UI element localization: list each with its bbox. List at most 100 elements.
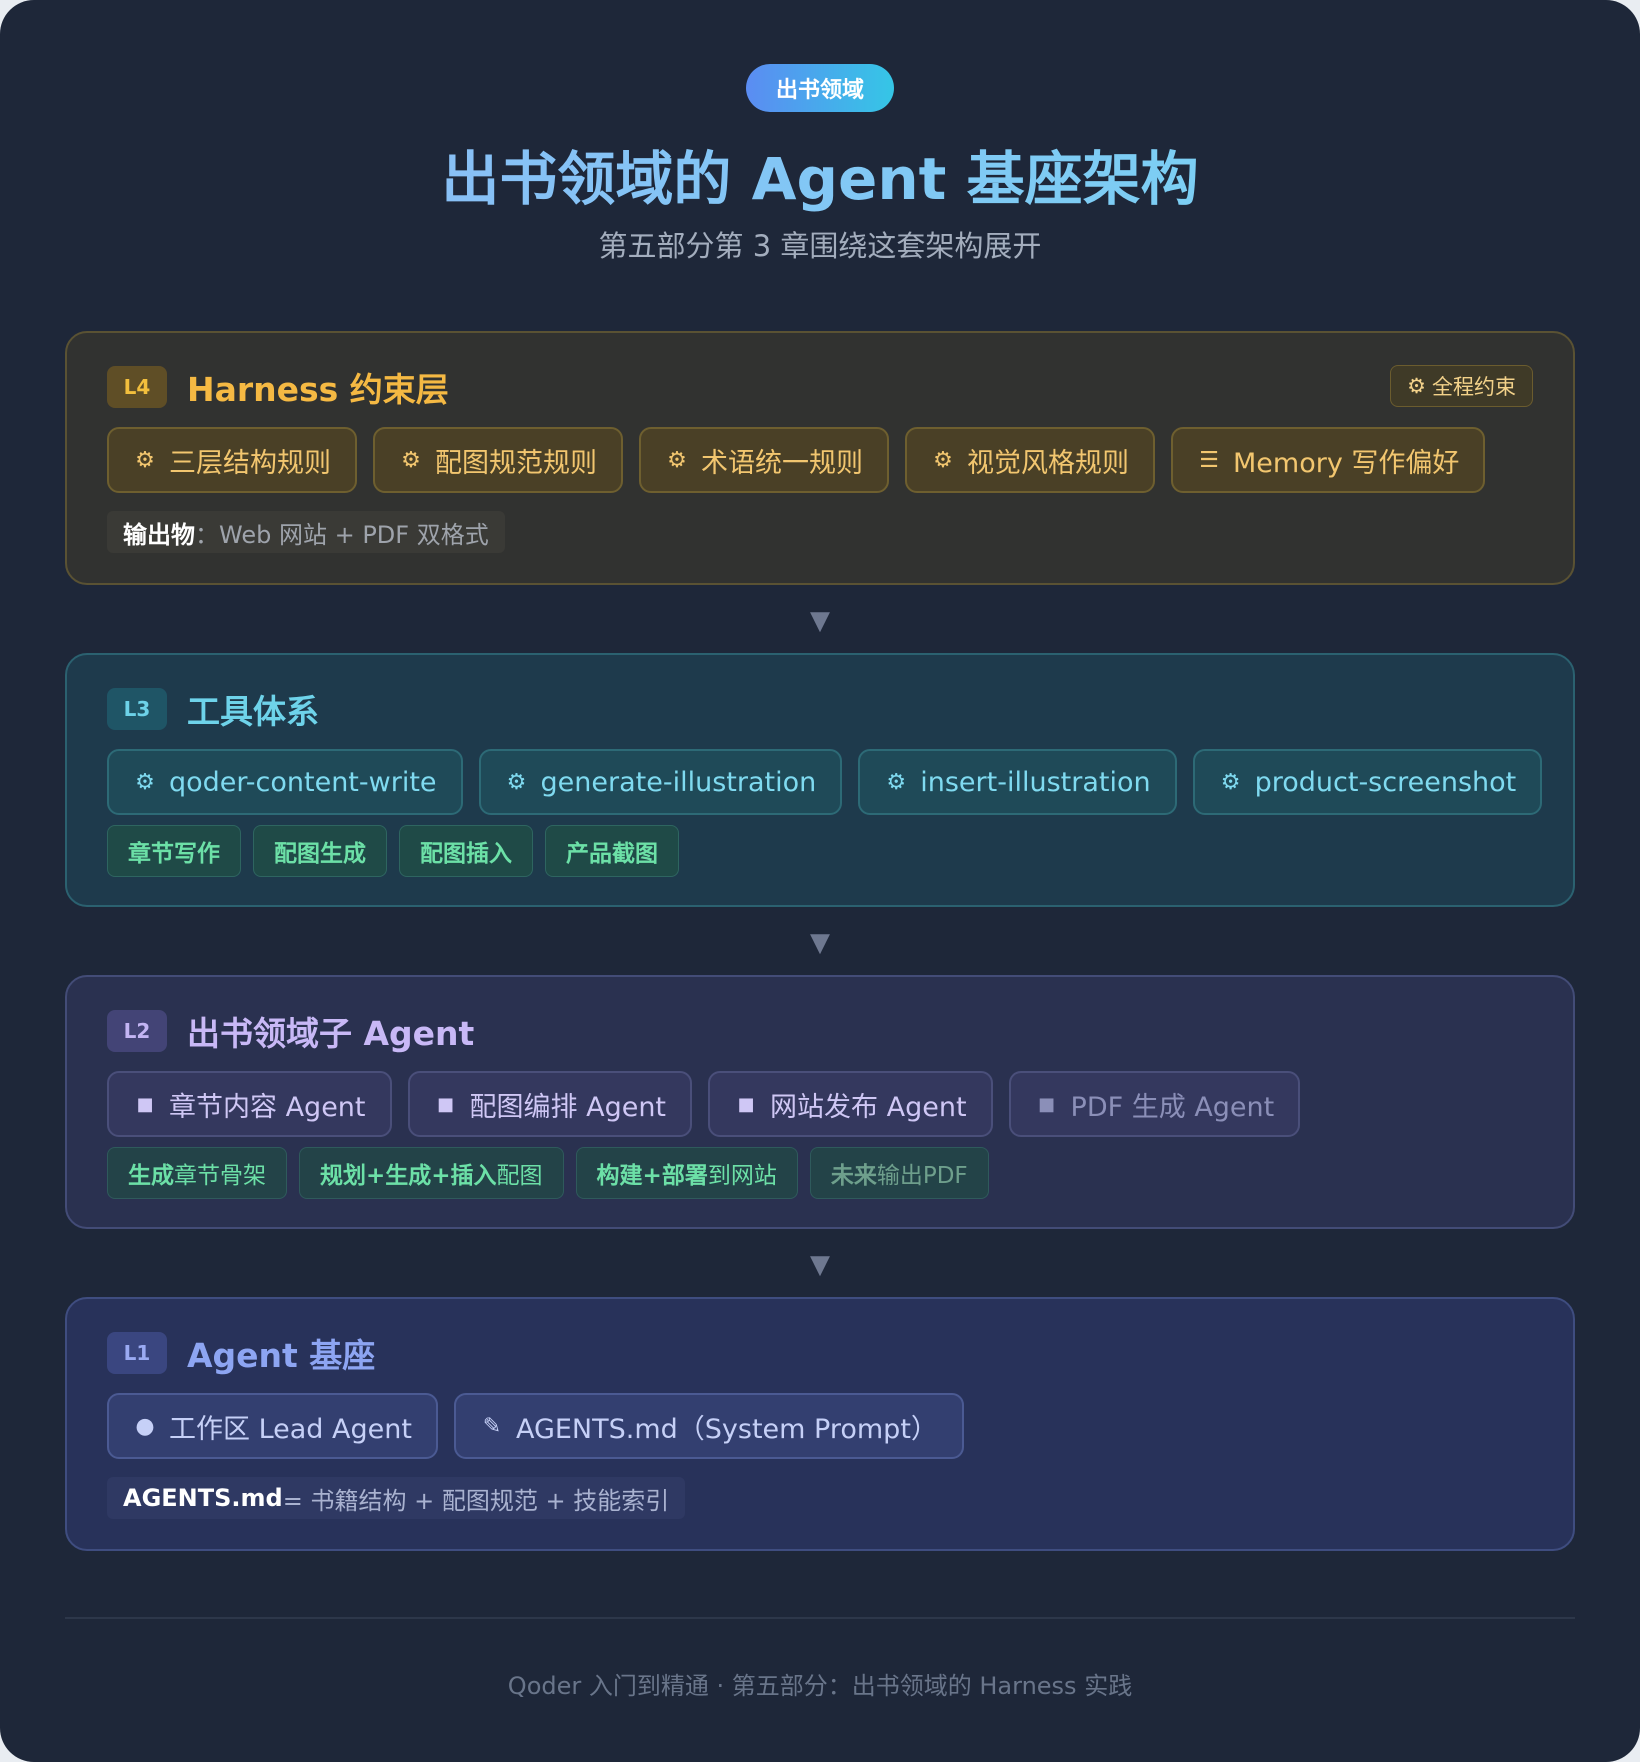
list-icon: ☰	[1199, 447, 1219, 473]
layer-header: L4 Harness 约束层	[107, 365, 449, 409]
note-key: AGENTS.md	[123, 1484, 283, 1512]
agents-md-note: AGENTS.md = 书籍结构 + 配图规范 + 技能索引	[107, 1477, 686, 1519]
tag-future-pdf: 未来 输出PDF	[809, 1147, 989, 1199]
layer-l2-sub-agents: L2 出书领域子 Agent ■ 章节内容 Agent ■ 配图编排 Agent ■…	[65, 975, 1575, 1229]
level-badge: L1	[107, 1332, 167, 1374]
dot-icon: ●	[135, 1413, 155, 1439]
chip-label: PDF 生成 Agent	[1070, 1091, 1275, 1123]
page-title: 出书领域的 Agent 基座架构	[0, 138, 1640, 220]
layer-l3-tools: L3 工具体系 ⚙ qoder-content-write ⚙ generate-i…	[65, 653, 1575, 907]
chip-generate-illustration: ⚙ generate-illustration	[478, 749, 843, 815]
agent-chips: ■ 章节内容 Agent ■ 配图编排 Agent ■ 网站发布 Agent ■ PDF…	[107, 1071, 1301, 1137]
chip-visual-style-rule: ⚙ 视觉风格规则	[905, 427, 1155, 493]
square-icon: ■	[437, 1093, 455, 1115]
tag-text: 配图	[496, 1163, 543, 1189]
gear-icon: ⚙	[135, 447, 155, 473]
gear-icon: ⚙	[1220, 769, 1241, 795]
down-arrow-icon: ▼	[810, 928, 830, 958]
chip-illustration-rule: ⚙配图规范规则	[373, 427, 623, 493]
square-icon: ■	[136, 1093, 154, 1115]
pencil-icon: ✎	[482, 1413, 502, 1439]
chip-label: 工作区 Lead Agent	[169, 1413, 412, 1445]
note-value: = 书籍结构 + 配图规范 + 技能索引	[282, 1486, 670, 1515]
layer-header: L1 Agent 基座	[107, 1331, 375, 1375]
tag-product-screenshot: 产品截图	[545, 825, 679, 877]
chip-terminology-rule: ⚙ 术语统一规则	[639, 427, 889, 493]
tag-emphasis: 规划+生成+插入	[320, 1163, 497, 1189]
chip-website-agent: ■ 网站发布 Agent	[708, 1071, 993, 1137]
agent-tags: 生成章节骨架 规划+生成+插入配图 构建+部署到网站 未来 输出PDF	[107, 1147, 989, 1199]
constraint-scope-tag: ⚙ 全程约束	[1390, 365, 1533, 407]
level-badge: L4	[107, 366, 167, 408]
chip-label: qoder-content-write	[169, 766, 437, 798]
layer-title: 出书领域子 Agent	[187, 1014, 475, 1053]
tag-generate-skeleton: 生成章节骨架	[107, 1147, 287, 1199]
tag-text: 章节骨架	[174, 1163, 266, 1189]
gear-icon: ⚙	[1407, 374, 1426, 398]
chip-agents-md: ✎ AGENTS.md（System Prompt）	[453, 1393, 964, 1459]
chip-label: 章节内容 Agent	[169, 1091, 366, 1123]
tag-plan-illustration: 规划+生成+插入配图	[299, 1147, 564, 1199]
chip-chapter-agent: ■ 章节内容 Agent	[107, 1071, 392, 1137]
footer-divider	[65, 1617, 1575, 1619]
footer-text: Qoder 入门到精通 · 第五部分：出书领域的 Harness 实践	[507, 1672, 1133, 1700]
output-note: 输出物：Web 网站 + PDF 双格式	[107, 511, 505, 553]
gear-icon: ⚙	[506, 769, 527, 795]
base-chips: ● 工作区 Lead Agent ✎ AGENTS.md（System Prompt…	[107, 1393, 964, 1459]
layer-l4-harness: L4 Harness 约束层 ⚙ 全程约束 ⚙ 三层结构规则 ⚙配图规范规则 ⚙ 术…	[65, 331, 1575, 585]
chip-label: 三层结构规则	[169, 447, 331, 479]
category-badge: 出书领域	[746, 64, 894, 112]
chip-product-screenshot: ⚙ product-screenshot	[1192, 749, 1543, 815]
chip-label: 视觉风格规则	[967, 447, 1129, 479]
constraint-scope-label: 全程约束	[1432, 375, 1516, 399]
tool-chips: ⚙ qoder-content-write ⚙ generate-illustrat…	[107, 749, 1543, 815]
chip-pdf-agent: ■ PDF 生成 Agent	[1008, 1071, 1301, 1137]
layer-l1-agent-base: L1 Agent 基座 ● 工作区 Lead Agent ✎ AGENTS.md（S…	[65, 1297, 1575, 1551]
chip-label: AGENTS.md（System Prompt）	[515, 1413, 938, 1445]
gear-icon: ⚙	[886, 769, 907, 795]
layer-header: L2 出书领域子 Agent	[107, 1009, 474, 1053]
chip-label: product-screenshot	[1254, 766, 1517, 798]
chip-insert-illustration: ⚙ insert-illustration	[858, 749, 1177, 815]
rule-chips: ⚙ 三层结构规则 ⚙配图规范规则 ⚙ 术语统一规则 ⚙ 视觉风格规则 ☰ Memory …	[107, 427, 1486, 493]
tag-emphasis: 构建+部署	[596, 1163, 708, 1189]
tag-illustration-insertion: 配图插入	[399, 825, 533, 877]
tag-illustration-generation: 配图生成	[253, 825, 387, 877]
level-badge: L3	[107, 688, 167, 730]
chip-lead-agent: ● 工作区 Lead Agent	[107, 1393, 438, 1459]
note-key: 输出物	[123, 520, 195, 549]
square-icon: ■	[737, 1093, 755, 1115]
chip-illustration-agent: ■ 配图编排 Agent	[407, 1071, 693, 1137]
chip-label: generate-illustration	[540, 766, 817, 798]
tool-tags: 章节写作 配图生成 配图插入 产品截图	[107, 825, 679, 877]
tag-chapter-writing: 章节写作	[107, 825, 241, 877]
tag-emphasis: 生成	[128, 1163, 174, 1189]
chip-label: 术语统一规则	[701, 447, 863, 479]
gear-icon: ⚙	[401, 447, 421, 473]
chip-label: 网站发布 Agent	[770, 1091, 967, 1123]
note-value: Web 网站 + PDF 双格式	[219, 520, 489, 549]
chip-label: insert-illustration	[920, 766, 1151, 798]
page-subtitle: 第五部分第 3 章围绕这套架构展开	[598, 229, 1042, 263]
layer-title: 工具体系	[187, 692, 319, 731]
chip-memory-preference: ☰ Memory 写作偏好	[1171, 427, 1486, 493]
layer-header: L3 工具体系	[107, 687, 319, 731]
level-badge: L2	[107, 1010, 167, 1052]
square-icon: ■	[1038, 1093, 1056, 1115]
tag-text: 输出PDF	[876, 1163, 968, 1189]
tag-emphasis: 未来	[830, 1163, 877, 1189]
down-arrow-icon: ▼	[810, 606, 830, 636]
layer-title: Agent 基座	[187, 1336, 376, 1375]
gear-icon: ⚙	[667, 447, 687, 473]
gear-icon: ⚙	[933, 447, 953, 473]
down-arrow-icon: ▼	[810, 1250, 830, 1280]
tag-text: 到网站	[707, 1163, 777, 1189]
tag-build-deploy: 构建+部署到网站	[575, 1147, 798, 1199]
chip-content-write: ⚙ qoder-content-write	[107, 749, 463, 815]
layer-title: Harness 约束层	[187, 370, 449, 409]
chip-label: Memory 写作偏好	[1233, 447, 1460, 479]
gear-icon: ⚙	[135, 769, 155, 795]
chip-label: 配图编排 Agent	[469, 1091, 667, 1123]
chip-structure-rule: ⚙ 三层结构规则	[107, 427, 357, 493]
